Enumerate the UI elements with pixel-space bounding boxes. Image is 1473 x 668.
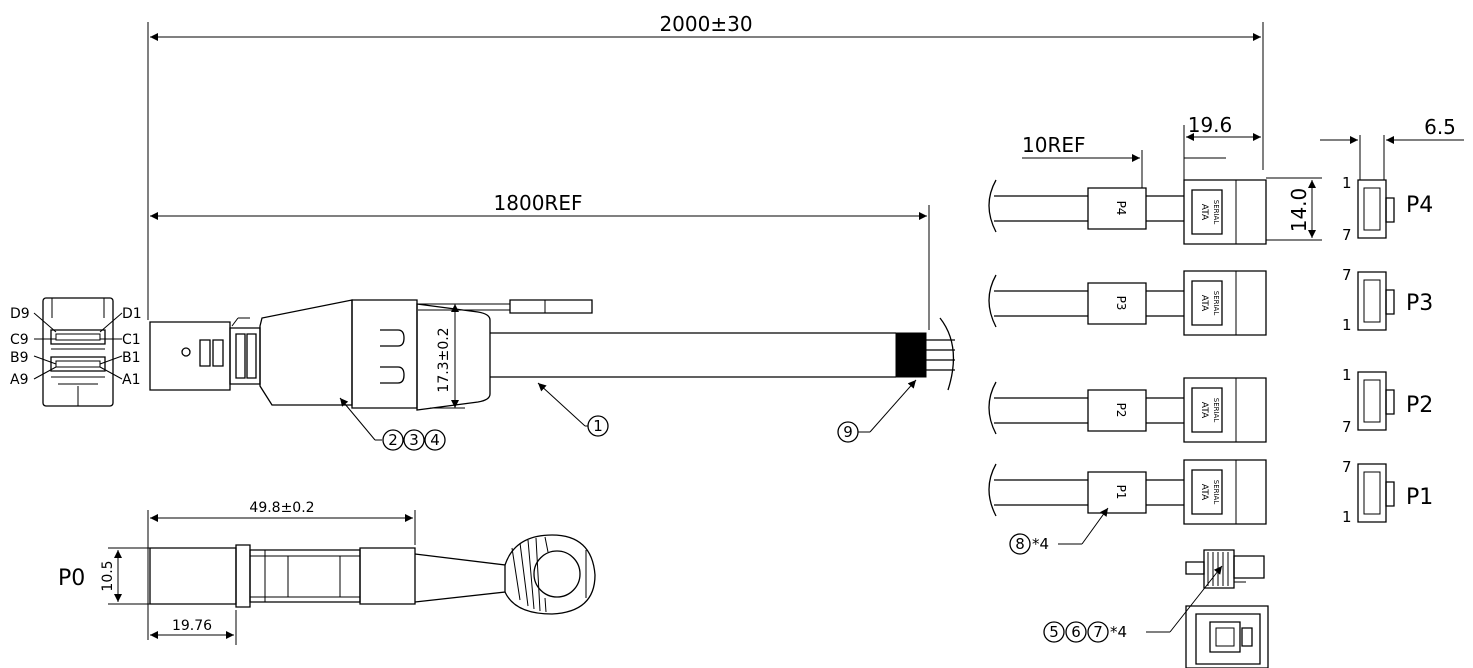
branch-p1: P1 SERIAL ATA [989, 460, 1266, 524]
branch-p3: P3 SERIAL ATA [989, 271, 1266, 335]
connector-length-label: 19.6 [1188, 113, 1233, 137]
p0-width-label: 19.76 [172, 618, 212, 634]
p0-label: P0 [58, 566, 85, 591]
mini-sas-connector-side-view: 17.3±0.2 [150, 300, 955, 410]
sata-connector-detail [1186, 550, 1268, 668]
p4-sata-top: SERIAL [1212, 200, 1220, 225]
branch-p4: P4 SERIAL ATA [989, 180, 1266, 244]
pin-label-a9: A9 [10, 372, 28, 388]
p4-sleeve-label: P4 [1114, 201, 1128, 216]
p2-sata-bottom: ATA [1199, 402, 1209, 419]
side-view-p4: 1 7 P4 [1342, 174, 1433, 244]
pin-label-b9: B9 [10, 350, 29, 366]
p1-pin-bottom: 1 [1342, 508, 1352, 526]
p4-pin-bottom: 7 [1342, 226, 1352, 244]
branch-p2: P2 SERIAL ATA [989, 378, 1266, 442]
pin-label-a1: A1 [122, 372, 140, 388]
p2-sleeve-label: P2 [1114, 403, 1128, 418]
p0-length-label: 49.8±0.2 [249, 500, 314, 516]
callout-5-number: 5 [1049, 623, 1059, 641]
callout-9: 9 [838, 380, 916, 442]
callout-8-number: 8 [1015, 535, 1025, 553]
p2-pin-top: 1 [1342, 366, 1352, 384]
callout-2-number: 2 [388, 431, 398, 449]
callout-4-number: 4 [430, 431, 440, 449]
side-view-p1: 7 1 P1 [1342, 458, 1433, 526]
overall-length-label: 2000±30 [659, 12, 752, 36]
callout-1-number: 1 [593, 417, 603, 435]
callout-1: 1 [538, 383, 608, 436]
callout-2-3-4: 2 3 4 [340, 398, 445, 450]
overall-length-dimension: 2000±30 [148, 12, 1263, 320]
side-view-p2: 1 7 P2 [1342, 366, 1433, 436]
p2-sata-top: SERIAL [1212, 398, 1220, 423]
cable-length-label: 1800REF [494, 191, 583, 215]
p1-sleeve-label: P1 [1114, 485, 1128, 500]
branch-dimensions: 10REF 19.6 14.0 6.5 [1022, 113, 1464, 240]
p3-sleeve-label: P3 [1114, 296, 1128, 311]
p2-pin-bottom: 7 [1342, 418, 1352, 436]
callout-8: 8 *4 [1010, 508, 1108, 554]
pin-label-c9: C9 [10, 332, 29, 348]
pin-label-d1: D1 [122, 306, 142, 322]
callout-8-qty: *4 [1032, 535, 1049, 553]
boot-height-label: 17.3±0.2 [436, 327, 452, 392]
callout-3-number: 3 [409, 431, 419, 449]
p2-port-label: P2 [1406, 393, 1433, 418]
p3-sata-top: SERIAL [1212, 291, 1220, 316]
p0-connector-bottom-view: 49.8±0.2 10.5 P0 19.76 [58, 500, 595, 645]
p1-sata-bottom: ATA [1199, 484, 1209, 501]
side-view-p3: 7 1 P3 [1342, 266, 1433, 334]
p3-port-label: P3 [1406, 291, 1433, 316]
p1-port-label: P1 [1406, 485, 1433, 510]
p1-sata-top: SERIAL [1212, 480, 1220, 505]
p3-pin-top: 7 [1342, 266, 1352, 284]
pin-label-d9: D9 [10, 306, 30, 322]
p4-ref-label: 10REF [1022, 133, 1086, 157]
cable-length-dimension: 1800REF [150, 191, 929, 330]
p0-height-label: 10.5 [100, 560, 116, 591]
connector-height-label: 14.0 [1287, 188, 1311, 233]
p3-sata-bottom: ATA [1199, 295, 1209, 312]
p3-pin-bottom: 1 [1342, 316, 1352, 334]
p4-port-label: P4 [1406, 193, 1433, 218]
mini-sas-end-view: D9 C9 B9 A9 D1 C1 B1 A1 [10, 298, 142, 406]
callout-9-number: 9 [843, 423, 853, 441]
pin-label-c1: C1 [122, 332, 141, 348]
callout-6-number: 6 [1071, 623, 1081, 641]
callout-567-qty: *4 [1110, 623, 1127, 641]
callout-7-number: 7 [1093, 623, 1103, 641]
callout-5-6-7: 5 6 7 *4 [1044, 566, 1222, 642]
p4-pin-top: 1 [1342, 174, 1352, 192]
p1-pin-top: 7 [1342, 458, 1352, 476]
p4-sata-bottom: ATA [1199, 204, 1209, 221]
side-width-label: 6.5 [1424, 115, 1456, 139]
pin-label-b1: B1 [122, 350, 141, 366]
